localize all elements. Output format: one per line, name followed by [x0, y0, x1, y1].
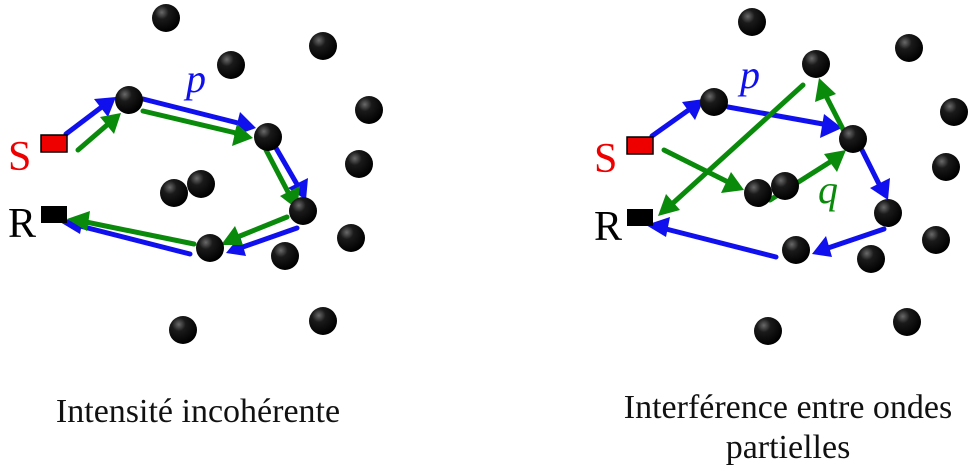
scatterer: [700, 88, 728, 116]
right-scatterers: [738, 8, 968, 345]
arrowhead-green: [67, 211, 90, 231]
scatterer: [874, 199, 902, 227]
arrowhead-q: [824, 150, 846, 172]
scatterer: [857, 245, 885, 273]
scatterer: [187, 170, 215, 198]
path-p-segment: [663, 226, 779, 260]
path-p-segment: [140, 96, 241, 126]
receiver-label: R: [594, 204, 622, 250]
scatterer: [169, 316, 197, 344]
path-p-segment: [63, 103, 106, 137]
scatterer: [895, 34, 923, 62]
arrowhead-p: [94, 97, 116, 117]
scatterer: [802, 50, 830, 78]
scatterer: [337, 224, 365, 252]
scatterer: [345, 150, 373, 178]
source-marker: [626, 136, 654, 155]
path-green-segment: [237, 214, 290, 239]
arrowhead-q: [815, 78, 836, 102]
source-marker: [40, 134, 68, 153]
arrowhead-q: [721, 172, 744, 193]
right-caption-line1: Interférence entre ondes: [624, 389, 952, 426]
scatterer: [217, 51, 245, 79]
path-p-segment: [825, 226, 887, 251]
scatterer: [160, 179, 188, 207]
scatterer: [309, 307, 337, 335]
left-path-scatterers: [115, 86, 317, 262]
arrowhead-p: [682, 99, 704, 120]
scatterer: [738, 8, 766, 36]
left-caption: Intensité incohérente: [56, 393, 340, 430]
right-path-scatterers: [700, 50, 902, 264]
receiver-marker: [627, 209, 653, 226]
scatterer: [355, 96, 383, 124]
scatterer: [254, 123, 282, 151]
path-p-segment: [725, 104, 826, 127]
path-green-segment: [75, 122, 110, 153]
path-p-label: p: [737, 52, 760, 97]
scatterer: [771, 172, 799, 200]
arrowhead-green: [232, 124, 253, 146]
scatterer: [271, 242, 299, 270]
path-green-segment: [140, 108, 239, 136]
arrowhead-q: [658, 194, 680, 216]
scatterer: [782, 236, 810, 264]
arrowhead-green: [221, 226, 243, 245]
scatterer: [152, 4, 180, 32]
scatterer: [289, 197, 317, 225]
left-panel: S R p Intensité incohérente: [8, 4, 383, 430]
receiver-marker: [41, 206, 67, 223]
arrowhead-p: [646, 217, 670, 237]
path-p-label: p: [183, 56, 206, 101]
right-caption-line2: partielles: [726, 429, 851, 466]
path-green-segment: [83, 219, 197, 247]
scatterer: [115, 86, 143, 114]
scatterer: [309, 32, 337, 60]
path-q-segment: [669, 82, 806, 207]
scatterer: [839, 125, 867, 153]
right-path-p: [646, 99, 890, 260]
scatterer: [932, 153, 960, 181]
scatterer: [922, 226, 950, 254]
arrowhead-p: [870, 178, 890, 200]
right-panel: S R p q Interférence entre ondes partiel…: [594, 8, 968, 466]
left-path-green: [67, 108, 300, 247]
receiver-label: R: [8, 201, 36, 247]
arrowhead-p: [820, 114, 842, 138]
scatterer: [893, 308, 921, 336]
arrowhead-green: [100, 113, 121, 134]
source-label: S: [594, 136, 617, 182]
scatterer: [754, 317, 782, 345]
path-q-label: q: [818, 167, 838, 212]
path-p-segment: [77, 223, 193, 257]
scatterer: [940, 98, 968, 126]
scatterer: [196, 234, 224, 262]
source-label: S: [8, 134, 31, 180]
left-scatterers: [152, 4, 383, 344]
scatterer: [744, 179, 772, 207]
path-green-segment: [263, 147, 292, 197]
path-p-segment: [649, 106, 693, 139]
arrowhead-p: [812, 236, 832, 257]
path-p-segment: [859, 147, 883, 189]
path-q-segment: [661, 147, 731, 185]
path-p-segment: [273, 145, 301, 189]
path-p-segment: [237, 225, 300, 251]
